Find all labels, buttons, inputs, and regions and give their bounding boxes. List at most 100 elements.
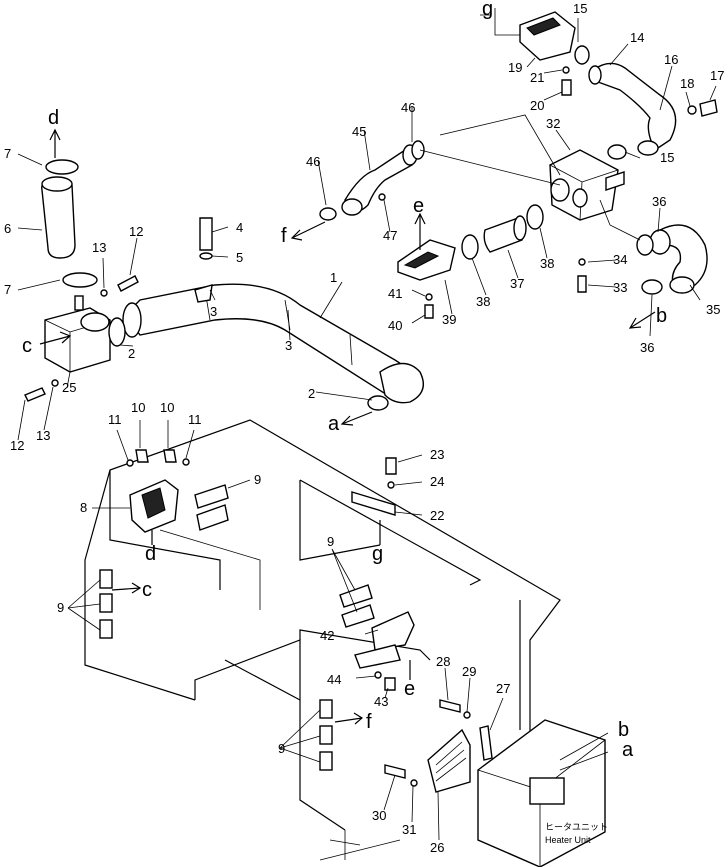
callout-14: 14 [630,30,644,45]
callout-37: 37 [510,276,524,291]
callout-2: 2 [308,386,315,401]
callout-1: 1 [330,270,337,285]
callout-15: 15 [573,1,587,16]
vent-8 [129,479,179,533]
callout-46: 46 [306,154,320,169]
ref-letter-a: a [328,413,340,435]
callout-10: 10 [131,400,145,415]
callout-44: 44 [327,672,341,687]
hose-45 [319,140,425,221]
ref-letter-d: d [145,543,156,565]
callout-36: 36 [652,194,666,209]
reference-arrows [39,128,656,725]
callout-3: 3 [210,304,217,319]
callout-33: 33 [613,280,627,295]
ref-letter-b: b [656,305,667,327]
callout-40: 40 [388,318,402,333]
callout-19: 19 [508,60,522,75]
callout-5: 5 [236,250,243,265]
callout-4: 4 [236,220,243,235]
bolts-27-31 [384,699,493,787]
callout-45: 45 [352,124,366,139]
callout-38: 38 [476,294,490,309]
callout-12: 12 [10,438,24,453]
callout-43: 43 [374,694,388,709]
callout-31: 31 [402,822,416,837]
callout-36: 36 [640,340,654,355]
ref-letter-e: e [404,678,415,700]
heater-caption-en: Heater Unit [545,835,591,845]
ref-letter-d: d [48,107,59,129]
ref-letter-a: a [622,739,634,761]
callout-34: 34 [613,252,627,267]
duct-37-39 [397,204,544,319]
callout-47: 47 [383,228,397,243]
callout-17: 17 [710,68,724,83]
callout-13: 13 [36,428,50,443]
callout-9: 9 [327,534,334,549]
left-fasteners [24,217,213,402]
part-callouts: 1 2 2 3 3 4 5 6 7 7 8 9 9 9 9 10 10 11 1… [4,1,724,855]
callout-9: 9 [254,472,261,487]
callout-18: 18 [680,76,694,91]
main-duct [122,283,424,404]
heater-unit: ヒータユニット Heater Unit [477,719,608,867]
ref-letter-e: e [413,195,424,217]
ref-letter-f: f [281,225,287,247]
louvers-9 [99,484,375,771]
leader-lines [17,8,717,841]
callout-29: 29 [462,664,476,679]
damper-19 [519,11,576,96]
callout-9: 9 [278,741,285,756]
ref-letter-g: g [482,0,493,20]
callout-2: 2 [128,346,135,361]
callout-11: 11 [188,412,202,427]
outlet-42 [354,611,415,691]
callout-7: 7 [4,282,11,297]
callout-7: 7 [4,146,11,161]
ref-letter-b: b [618,719,629,741]
callout-9: 9 [57,600,64,615]
callout-30: 30 [372,808,386,823]
hose-6 [41,159,98,288]
callout-10: 10 [160,400,174,415]
callout-13: 13 [92,240,106,255]
callout-6: 6 [4,221,11,236]
heater-caption-jp: ヒータユニット [545,822,608,832]
callout-25: 25 [62,380,76,395]
callout-39: 39 [442,312,456,327]
fasteners-10-11 [126,449,190,467]
callout-20: 20 [530,98,544,113]
callout-3: 3 [285,338,292,353]
vent-22 [351,457,397,516]
callout-42: 42 [320,628,334,643]
callout-16: 16 [664,52,678,67]
clamps-2 [108,317,389,411]
callout-41: 41 [388,286,402,301]
callout-12: 12 [129,224,143,239]
elbow-35 [636,224,708,295]
reference-letters: a a b b c c d d e e f f g g [22,0,667,761]
hose-14 [574,45,718,160]
callout-27: 27 [496,681,510,696]
callout-24: 24 [430,474,444,489]
ref-letter-g: g [372,543,383,565]
callout-15: 15 [660,150,674,165]
ref-letter-c: c [22,335,32,357]
callout-46: 46 [401,100,415,115]
callout-38: 38 [540,256,554,271]
callout-26: 26 [430,840,444,855]
callout-28: 28 [436,654,450,669]
ref-letter-c: c [142,579,152,601]
callout-11: 11 [108,412,122,427]
callout-23: 23 [430,447,444,462]
callout-8: 8 [80,500,87,515]
box-32 [549,149,625,293]
grille-26 [427,728,471,793]
callout-32: 32 [546,116,560,131]
callout-35: 35 [706,302,720,317]
callout-22: 22 [430,508,444,523]
box-25 [44,295,111,373]
